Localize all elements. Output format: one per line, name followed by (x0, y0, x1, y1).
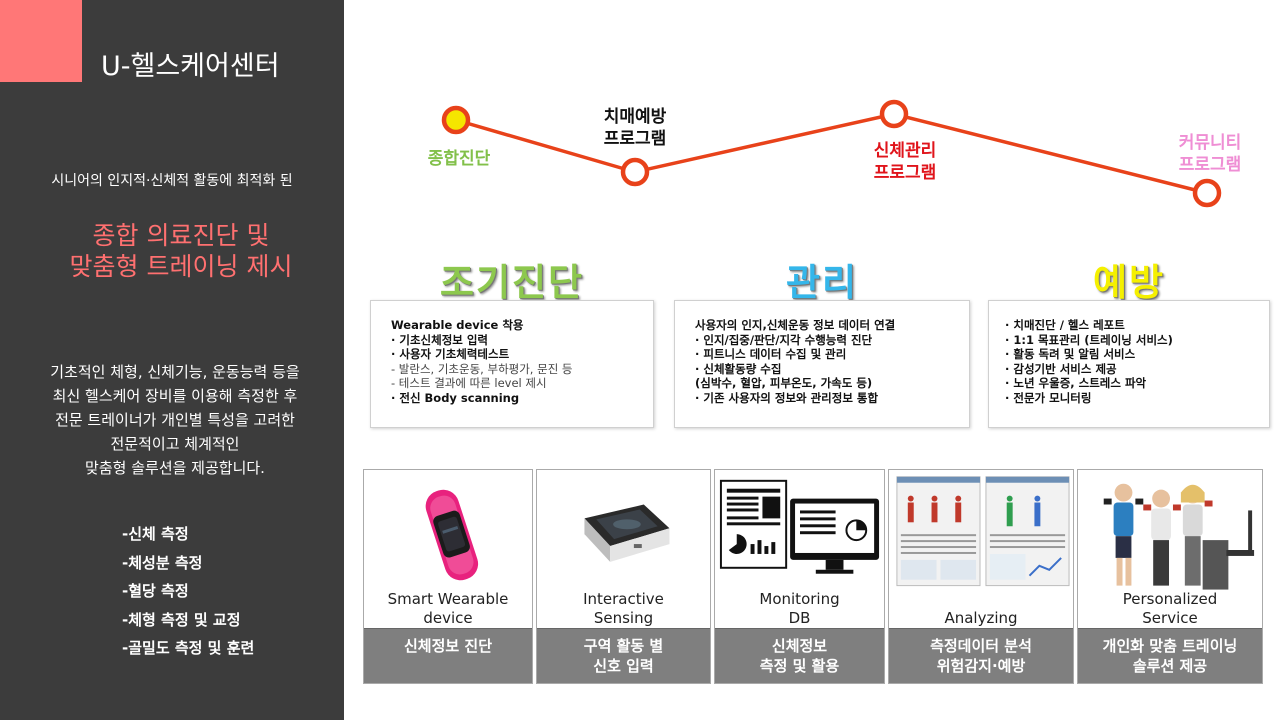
stage-item: · 전문가 모니터링 (1005, 390, 1092, 405)
description: 기초적인 체형, 신체기능, 운동능력 등을 최신 헬스케어 장비를 이용해 측… (0, 360, 350, 480)
service-card-analyzing: Analyzing 측정데이터 분석 위험감지·예방 (888, 469, 1074, 684)
milestone-label-line: 프로그램 (603, 129, 667, 149)
description-line: 최신 헬스케어 장비를 이용해 측정한 후 (52, 387, 298, 405)
headline-line: 종합 의료진단 및 (92, 221, 270, 250)
stage-item: - 발란스, 기초운동, 부하평가, 문진 등 (391, 361, 573, 376)
card-english-line: Sensing (593, 609, 654, 627)
description-line: 기초적인 체형, 신체기능, 운동능력 등을 (50, 363, 300, 381)
seniors-exercising-image (1103, 483, 1255, 590)
milestone-label-line: 종합진단 (427, 149, 491, 169)
service-card-wearable: Smart Wearable device 신체정보 진단 (363, 469, 533, 684)
headline: 종합 의료진단 및 맞춤형 트레이닝 제시 (0, 220, 362, 282)
milestone-label-dementia: 치매예방 프로그램 (580, 106, 690, 150)
stage-heading-early-diagnosis: 조기진단 (439, 261, 585, 304)
card-korean-line: 솔루션 제공 (1132, 657, 1208, 675)
stage-item: · 신체활동량 수집 (695, 361, 782, 376)
card-korean-line: 측정 및 활용 (759, 657, 840, 675)
stage-item: · 전신 Body scanning (391, 390, 520, 405)
description-line: 맞춤형 솔루션을 제공합니다. (85, 459, 265, 477)
milestone-label-line: 프로그램 (1178, 155, 1242, 175)
card-english-label: Smart Wearable device (364, 590, 532, 628)
card-english-line: DB (788, 609, 811, 627)
milestone-dot (1192, 178, 1222, 208)
stage-item: · 인지/집중/판단/지각 수행능력 진단 (695, 332, 873, 347)
milestone-label-line: 신체관리 (873, 141, 937, 161)
feature-item: -체성분 측정 (122, 553, 203, 572)
analysis-screens-image (896, 476, 1070, 587)
stage-item: · 1:1 목표관리 (트레이닝 서비스) (1005, 332, 1173, 347)
card-english-line: Monitoring (759, 590, 840, 608)
stage-item: - 테스트 결과에 따른 level 제시 (391, 376, 547, 391)
stage-item: · 활동 독려 및 알림 서비스 (1005, 347, 1136, 362)
feature-item: -혈당 측정 (122, 582, 189, 600)
card-korean-label: 측정데이터 분석 위험감지·예방 (889, 628, 1073, 683)
stage-heading-management: 관리 (785, 261, 859, 304)
center-title: U-헬스케어센터 (101, 51, 280, 82)
stage-item: Wearable device 착용 (391, 318, 524, 332)
card-korean-line: 신호 입력 (593, 657, 654, 675)
feature-list: -신체 측정 -체성분 측정 -혈당 측정 -체형 측정 및 교정 -골밀도 측… (122, 520, 254, 663)
card-korean-line: 측정데이터 분석 (930, 637, 1032, 655)
card-korean-label: 개인화 맞춤 트레이닝 솔루션 제공 (1078, 628, 1262, 683)
card-english-label: Interactive Sensing (537, 590, 710, 628)
left-panel: U-헬스케어센터 시니어의 인지적·신체적 활동에 최적화 된 종합 의료진단 … (0, 0, 344, 720)
service-card-personalized: Personalized Service 개인화 맞춤 트레이닝 솔루션 제공 (1077, 469, 1263, 684)
accent-block (0, 0, 82, 82)
timeline-line (455, 112, 1208, 195)
milestone-label-line: 프로그램 (873, 163, 937, 183)
service-card-monitoring: Monitoring DB 신체정보 측정 및 활용 (714, 469, 885, 684)
feature-item: -골밀도 측정 및 훈련 (122, 639, 255, 657)
monitor-report-image (719, 479, 880, 574)
card-english-line: Interactive (583, 590, 664, 608)
card-english-line: device (423, 609, 473, 627)
description-line: 전문 트레이너가 개인별 특성을 고려한 (55, 411, 295, 429)
milestone-label-community: 커뮤니티 프로그램 (1160, 132, 1260, 176)
milestone-dot (441, 105, 471, 135)
card-english-label: Monitoring DB (715, 590, 884, 628)
card-english-line: Smart Wearable (387, 590, 509, 608)
sensor-device-image (584, 504, 670, 562)
stage-box-prevention: · 치매진단 / 헬스 레포트 · 1:1 목표관리 (트레이닝 서비스) · … (988, 300, 1270, 428)
stage-heading-prevention: 예방 (1092, 261, 1166, 304)
card-english-line: Analyzing (944, 609, 1018, 627)
milestone-dot (879, 99, 909, 129)
stage-item: · 노년 우울증, 스트레스 파악 (1005, 376, 1147, 391)
card-korean-label: 구역 활동 별 신호 입력 (537, 628, 710, 683)
description-line: 전문적이고 체계적인 (110, 435, 240, 453)
card-english-label: Personalized Service (1078, 590, 1262, 628)
stage-item: · 피트니스 데이터 수집 및 관리 (695, 347, 847, 362)
stage-item: · 기존 사용자의 정보와 관리정보 통합 (695, 390, 879, 405)
feature-item: -체형 측정 및 교정 (122, 610, 241, 629)
feature-item: -신체 측정 (122, 525, 189, 543)
stage-item: · 감성기반 서비스 제공 (1005, 361, 1117, 376)
stage-item: · 사용자 기초체력테스트 (391, 347, 510, 362)
card-english-line: Service (1142, 609, 1198, 627)
timeline-diagram (441, 99, 1222, 208)
headline-line: 맞춤형 트레이닝 제시 (69, 252, 293, 281)
stage-box-management: 사용자의 인지,신체운동 정보 데이터 연결 · 인지/집중/판단/지각 수행능… (674, 300, 970, 428)
stage-box-early-diagnosis: Wearable device 착용 · 기초신체정보 입력 · 사용자 기초체… (370, 300, 654, 428)
stage-item: 사용자의 인지,신체운동 정보 데이터 연결 (695, 318, 896, 332)
milestone-label-line: 치매예방 (603, 107, 667, 127)
smart-band-image (425, 489, 479, 581)
stage-item: · 기초신체정보 입력 (391, 332, 489, 347)
card-korean-label: 신체정보 측정 및 활용 (715, 628, 884, 683)
card-english-line: Personalized (1122, 590, 1218, 608)
milestone-label-line: 커뮤니티 (1178, 133, 1242, 153)
milestone-label-body: 신체관리 프로그램 (850, 140, 960, 184)
card-korean-line: 신체정보 진단 (403, 637, 493, 655)
card-english-label: Analyzing (889, 609, 1073, 628)
stage-item: (심박수, 혈압, 피부온도, 가속도 등) (695, 376, 873, 391)
milestone-dot (620, 157, 650, 187)
card-korean-line: 구역 활동 별 (583, 637, 664, 655)
card-korean-line: 신체정보 (771, 637, 828, 655)
stage-item: · 치매진단 / 헬스 레포트 (1005, 318, 1125, 332)
service-card-sensing: Interactive Sensing 구역 활동 별 신호 입력 (536, 469, 711, 684)
card-korean-line: 위험감지·예방 (936, 657, 1026, 675)
milestone-label-diagnosis: 종합진단 (414, 148, 504, 170)
card-korean-label: 신체정보 진단 (364, 628, 532, 683)
card-korean-line: 개인화 맞춤 트레이닝 (1102, 637, 1238, 655)
subtitle: 시니어의 인지적·신체적 활동에 최적화 된 (51, 173, 293, 189)
